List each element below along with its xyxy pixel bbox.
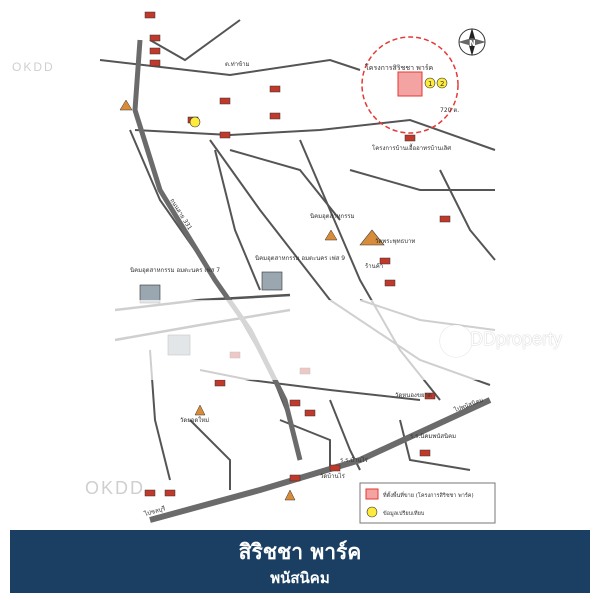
legend-item-comparable: ข้อมูลเปรียบเทียบ (383, 510, 425, 517)
ddproperty-watermark-band (78, 300, 598, 380)
place-label: ต.ท่าข้าม (225, 61, 250, 68)
place-label: วัดหนองขยาด (395, 392, 432, 399)
place-label: ร.ร.นิคมพนัสนิคม (410, 433, 456, 440)
compass-icon (458, 28, 486, 56)
place-label: โครงการบ้านเอื้ออาทรบ้านเลิศ (372, 142, 451, 152)
place-label: นิคมอุตสาหกรรม อมตะนคร เฟส 7 (130, 267, 220, 274)
compass-north-label: N (469, 39, 476, 48)
comparable-number-1: 1 (428, 80, 432, 88)
project-site-marker (397, 71, 423, 97)
location-map: 1 2 โครงการสิริชชา พาร์ค 720 ต. N โครงกา… (99, 11, 496, 524)
road-720-label: 720 ต. (440, 107, 459, 114)
comparable-number-2: 2 (440, 80, 444, 88)
banner-title: สิริชชา พาร์ค (238, 540, 362, 564)
ddproperty-watermark: DDproperty (470, 329, 563, 349)
place-label: วัดยอดใหม่ (180, 416, 209, 424)
title-banner: สิริชชา พาร์ค พนัสนิคม (10, 530, 590, 593)
okdd-watermark: OKDD (12, 60, 55, 74)
legend-item-site: ที่ตั้งพื้นที่ขาย (โครงการสิริชชา พาร์ค) (383, 491, 474, 499)
place-label: ร.ร.บ้านไร่ (340, 456, 369, 464)
place-label: ร้านค้า (365, 263, 383, 270)
place-label: วัดบ้านไร่ (320, 472, 346, 480)
map-legend (359, 482, 496, 524)
place-label: นิคมอุตสาหกรรม (310, 213, 355, 220)
place-label: วัดพระพุทธบาท (375, 238, 415, 245)
temple-icon (359, 229, 385, 246)
okdd-watermark: OKDD (85, 478, 146, 498)
project-label: โครงการสิริชชา พาร์ค (365, 63, 434, 72)
project-area-circle (361, 36, 459, 134)
ddproperty-logo-icon (440, 325, 472, 357)
place-label: นิคมอุตสาหกรรม อมตะนคร เฟส 9 (255, 255, 345, 262)
banner-subtitle: พนัสนิคม (270, 569, 330, 587)
